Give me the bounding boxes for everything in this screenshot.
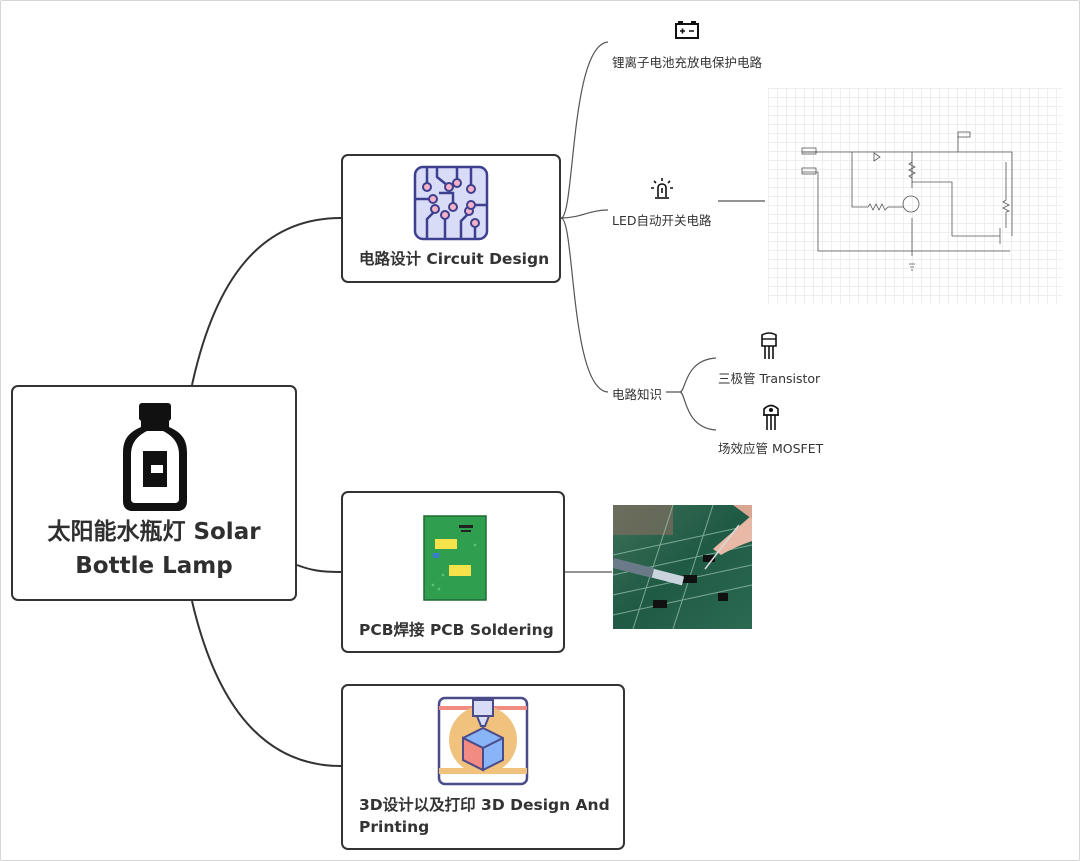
3d-design-label: 3D设计以及打印 3D Design And Printing (359, 796, 610, 836)
subtopic-circuit-knowledge[interactable]: 电路知识 (612, 387, 663, 402)
circuit-schematic-image (768, 88, 1062, 304)
central-topic-title: 太阳能水瓶灯 Solar Bottle Lamp (47, 519, 261, 579)
topic-transistor[interactable]: 三极管 Transistor (718, 371, 821, 386)
circuit-board-icon (413, 165, 489, 241)
3d-printer-icon (437, 696, 529, 786)
link-battery (560, 41, 609, 219)
branch-circuit-design[interactable]: 电路设计 Circuit Design (341, 154, 561, 283)
mosfet-icon (763, 404, 779, 430)
central-topic[interactable]: 太阳能水瓶灯 Solar Bottle Lamp (11, 385, 297, 601)
circuit-design-label: 电路设计 Circuit Design (359, 250, 550, 268)
link-knowledge (560, 217, 609, 393)
battery-icon (675, 21, 699, 39)
pcb-icon (423, 515, 487, 601)
bottle-icon (123, 403, 187, 511)
link-transistor (666, 357, 717, 393)
schematic-drawing (801, 131, 1013, 271)
lamp-icon (651, 178, 673, 199)
topic-mosfet[interactable]: 场效应管 MOSFET (718, 441, 824, 456)
link-circuit (191, 217, 342, 386)
soldering-photo-art (613, 505, 752, 629)
link-3d (191, 600, 342, 767)
branch-3d-design[interactable]: 3D设计以及打印 3D Design And Printing (341, 684, 625, 850)
subtopic-led-switch[interactable]: LED自动开关电路 (612, 213, 712, 228)
link-pcb (296, 564, 342, 573)
branch-pcb-soldering[interactable]: PCB焊接 PCB Soldering (341, 491, 565, 653)
pcb-soldering-label: PCB焊接 PCB Soldering (359, 621, 554, 639)
link-led (560, 209, 609, 219)
soldering-photo (613, 505, 752, 629)
transistor-icon (761, 332, 777, 359)
link-mosfet (679, 391, 717, 431)
subtopic-battery-protection[interactable]: 锂离子电池充放电保护电路 (612, 55, 763, 70)
